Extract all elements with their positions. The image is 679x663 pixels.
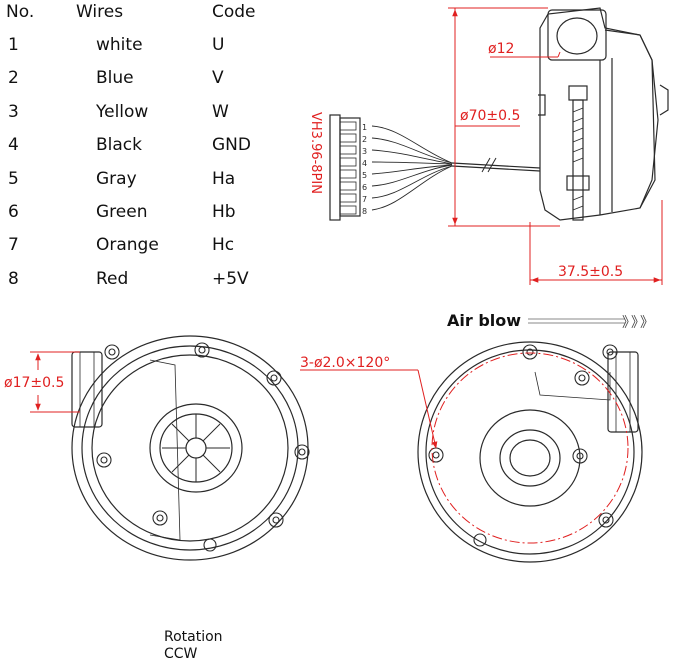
row-code: V xyxy=(212,68,224,88)
motor-inner xyxy=(499,429,561,487)
motor-outer xyxy=(479,409,581,507)
row-code: U xyxy=(212,35,225,55)
connector-housing xyxy=(339,117,361,217)
housing-outer xyxy=(417,341,643,563)
pin-number: 2 xyxy=(362,135,367,144)
row-code: Hc xyxy=(212,235,235,255)
row-wire: Green xyxy=(96,202,148,222)
pin-number: 6 xyxy=(362,183,367,192)
air-blow-label: Air blow xyxy=(447,311,521,330)
front-view xyxy=(71,335,310,561)
diameter-label: ø70±0.5 xyxy=(460,108,520,124)
row-no: 2 xyxy=(8,68,19,88)
pin-numbers: 1 2 3 4 5 6 7 8 xyxy=(362,123,367,216)
outlet-diameter-front-label: ø17±0.5 xyxy=(4,375,64,391)
mounting-holes-label: 3-ø2.0×120° xyxy=(300,355,390,371)
outlet-diameter-label: ø12 xyxy=(488,41,514,57)
header-code: Code xyxy=(212,2,256,22)
housing-inner xyxy=(91,354,289,542)
volute-edge xyxy=(149,359,181,541)
pin-number: 3 xyxy=(362,147,367,156)
cable xyxy=(451,165,541,172)
pin-number: 1 xyxy=(362,123,367,132)
volute-edge xyxy=(534,371,611,401)
row-no: 3 xyxy=(8,102,19,122)
impeller-ring xyxy=(149,403,243,493)
rotation-label: Rotation xyxy=(164,629,223,645)
row-no: 4 xyxy=(8,135,19,155)
header-no: No. xyxy=(6,2,35,22)
row-no: 6 xyxy=(8,202,19,222)
cable xyxy=(451,162,541,169)
row-wire: white xyxy=(96,35,143,55)
pin-number: 8 xyxy=(362,207,367,216)
row-wire: Blue xyxy=(96,68,134,88)
row-wire: Orange xyxy=(96,235,159,255)
outlet-opening xyxy=(556,17,598,55)
header-wires: Wires xyxy=(76,2,124,22)
row-wire: Gray xyxy=(96,169,137,189)
outlet-tube xyxy=(547,9,607,61)
bolt-nut-bottom xyxy=(566,175,590,191)
housing-rim xyxy=(81,345,299,551)
outlet-tube-rear xyxy=(607,351,639,433)
row-no: 7 xyxy=(8,235,19,255)
row-wire: Black xyxy=(96,135,142,155)
mounting-circle xyxy=(431,352,629,544)
connector-body xyxy=(329,114,341,221)
bolt-nut-top xyxy=(568,85,588,101)
rear-view xyxy=(417,341,643,563)
row-code: +5V xyxy=(212,269,249,289)
air-blow-arrows: 》》》 xyxy=(622,315,656,331)
pin-number: 5 xyxy=(362,171,367,180)
depth-label: 37.5±0.5 xyxy=(558,264,623,280)
row-wire: Yellow xyxy=(96,102,149,122)
row-wire: Red xyxy=(96,269,129,289)
row-code: Ha xyxy=(212,169,236,189)
row-code: Hb xyxy=(212,202,236,222)
row-no: 1 xyxy=(8,35,19,55)
motor-center xyxy=(509,439,551,477)
side-view xyxy=(329,7,669,221)
front-dimensions xyxy=(30,351,80,413)
wire-table: No. Wires Code 1 white U 2 Blue V 3 Yell… xyxy=(0,0,300,300)
pin-number: 7 xyxy=(362,195,367,204)
housing-rim xyxy=(425,349,635,555)
side-tab xyxy=(659,84,669,116)
bolt-shaft xyxy=(572,99,584,221)
row-code: GND xyxy=(212,135,251,155)
blower-body-side xyxy=(539,7,659,221)
side-tab xyxy=(538,94,546,116)
housing-edge xyxy=(604,29,656,209)
row-no: 5 xyxy=(8,169,19,189)
rear-dimensions xyxy=(300,352,629,544)
pin-number: 4 xyxy=(362,159,367,168)
row-no: 8 xyxy=(8,269,19,289)
rotation-direction: CCW xyxy=(164,646,198,662)
connector-label: VH3.96-8PIN xyxy=(308,112,323,194)
air-blow-line xyxy=(528,318,625,324)
row-code: W xyxy=(212,102,229,122)
side-dimensions xyxy=(448,7,663,285)
